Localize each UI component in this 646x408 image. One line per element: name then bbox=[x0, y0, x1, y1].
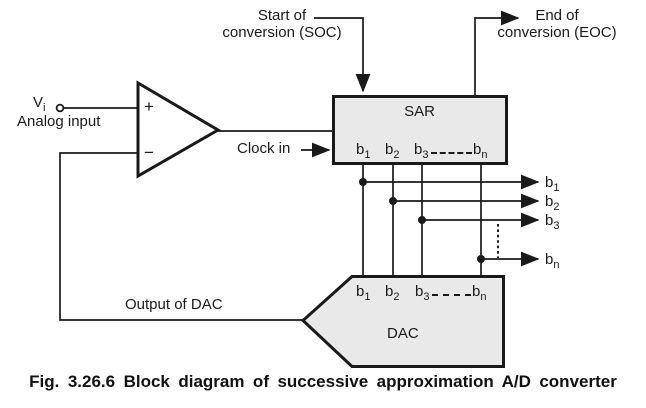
junction-dot-n bbox=[477, 255, 485, 263]
dac-bit-label-n: bn bbox=[472, 283, 487, 303]
sar-bit-label-1: b1 bbox=[356, 141, 371, 161]
comparator-plus-sign: + bbox=[144, 97, 154, 116]
soc-wire bbox=[314, 17, 364, 80]
junction-dot-1 bbox=[359, 178, 367, 186]
output-of-dac-label: Output of DAC bbox=[125, 296, 223, 313]
output-bit-label-2: b2 bbox=[545, 193, 560, 213]
feedback-line bbox=[59, 152, 303, 321]
sar-bit-label-3: b3 bbox=[414, 141, 429, 161]
comparator-triangle bbox=[136, 80, 221, 179]
dac-bit-label-2: b2 bbox=[385, 283, 400, 303]
analog-input-label: Analog input bbox=[17, 113, 101, 130]
output-bit-label-n: bn bbox=[545, 251, 560, 271]
sar-bit-label-2: b2 bbox=[385, 141, 400, 161]
sar-title: SAR bbox=[404, 103, 435, 120]
soc-label-line2: conversion (SOC) bbox=[222, 23, 342, 41]
sar-bit-ellipsis bbox=[431, 152, 472, 154]
dac-bit-label-1: b1 bbox=[356, 283, 371, 303]
output-bit-label-3: b3 bbox=[545, 212, 560, 232]
eoc-label-line1: End of bbox=[535, 7, 579, 24]
end-of-conversion-label: End of conversion (EOC) bbox=[497, 7, 617, 42]
eoc-wire bbox=[474, 17, 490, 95]
output-bit-label-1: b1 bbox=[545, 174, 560, 194]
soc-label-line1: Start of bbox=[257, 7, 307, 24]
eoc-label-line2: conversion (EOC) bbox=[497, 23, 617, 41]
start-of-conversion-label: Start of conversion (SOC) bbox=[222, 7, 342, 42]
figure-caption: Fig. 3.26.6 Block diagram of successive … bbox=[0, 372, 646, 392]
clock-in-label: Clock in bbox=[237, 140, 291, 157]
dac-block bbox=[300, 275, 505, 368]
figure-caption-text: Block diagram of successive approximatio… bbox=[123, 372, 617, 391]
input-voltage-label: Vi bbox=[33, 94, 46, 114]
junction-dot-3 bbox=[418, 216, 426, 224]
comparator-minus-sign: − bbox=[144, 143, 154, 162]
sar-bit-label-n: bn bbox=[473, 141, 488, 161]
sar-box bbox=[332, 95, 508, 165]
dac-bit-ellipsis bbox=[432, 294, 471, 296]
dac-bit-label-3: b3 bbox=[415, 283, 430, 303]
dac-title: DAC bbox=[387, 325, 419, 342]
input-terminal bbox=[55, 103, 65, 113]
figure-caption-number: Fig. 3.26.6 bbox=[29, 372, 116, 391]
junction-dot-2 bbox=[389, 197, 397, 205]
